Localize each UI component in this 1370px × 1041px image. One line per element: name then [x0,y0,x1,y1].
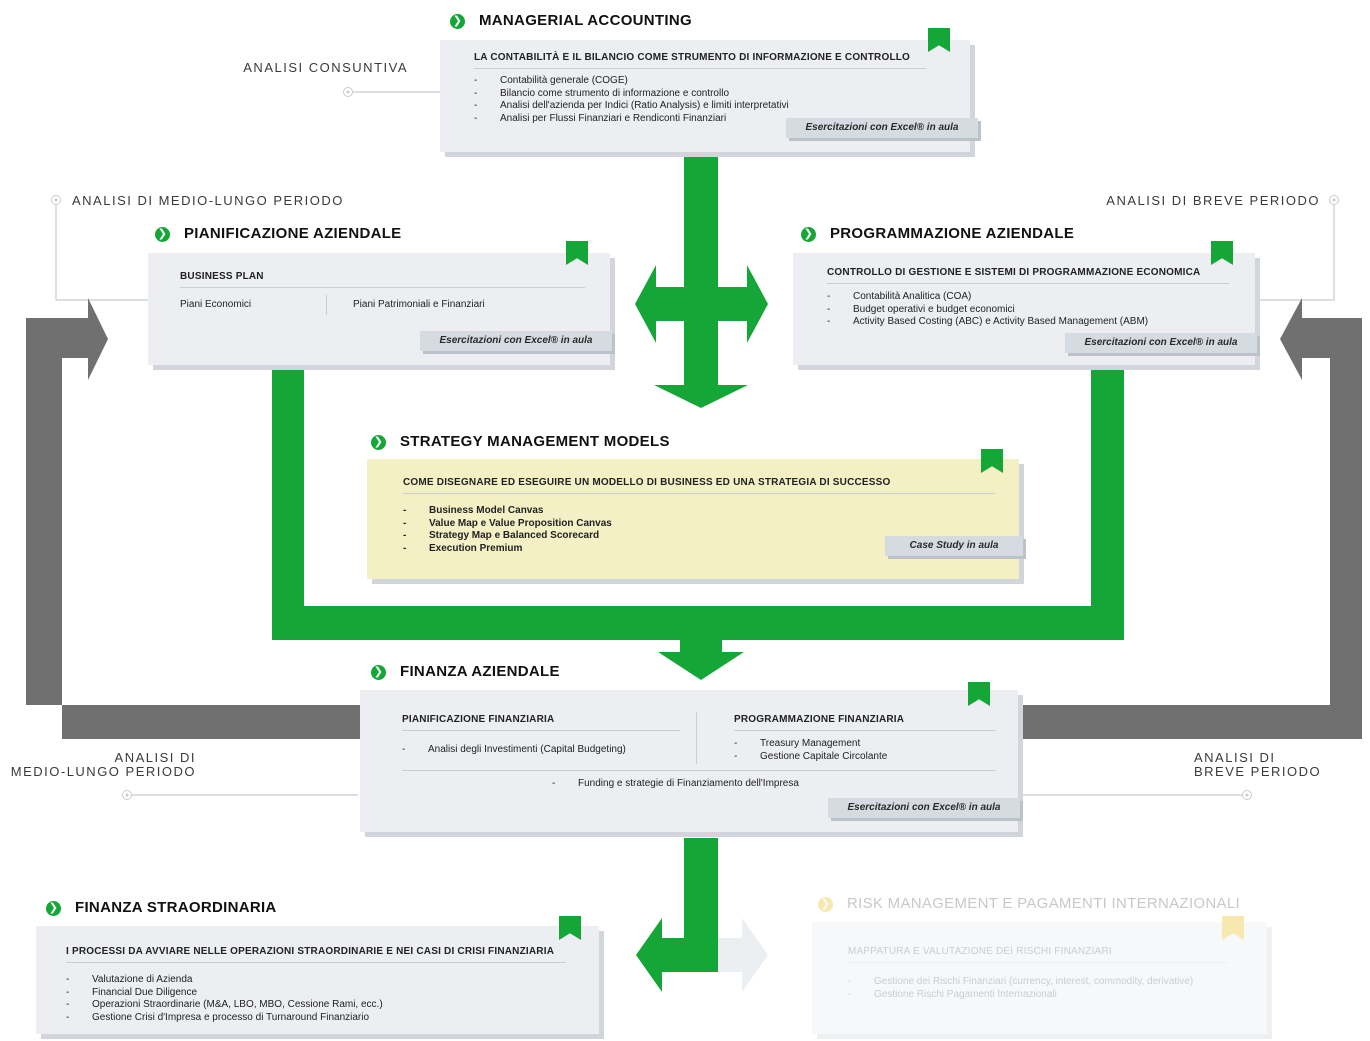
list-item: Contabilità generale (COGE) [474,75,789,88]
straordinaria-title: ❯FINANZA STRAORDINARIA [46,899,277,916]
finanza-left-items: Analisi degli Investimenti (Capital Budg… [402,744,626,757]
gray-loop-right [1018,298,1362,739]
green-left-arrow [636,918,718,992]
bookmark-icon [968,682,990,706]
bookmark-icon [1222,916,1244,940]
strategy-card: COME DISEGNARE ED ESEGUIRE UN MODELLO DI… [367,449,1023,579]
bookmark-icon [981,449,1003,473]
bookmark-icon [928,28,950,52]
straordinaria-card: I PROCESSI DA AVVIARE NELLE OPERAZIONI S… [36,916,599,1034]
chevron-right-icon: ❯ [371,435,386,450]
managerial-items: Contabilità generale (COGE) Bilancio com… [474,75,789,125]
pianificazione-col1: Piani Economici [180,299,252,310]
managerial-card: LA CONTABILITÀ E IL BILANCIO COME STRUME… [440,28,978,152]
pianificazione-title: ❯PIANIFICAZIONE AZIENDALE [155,225,401,242]
straordinaria-items: Valutazione di Azienda Financial Due Dil… [66,974,383,1024]
bookmark-icon [566,241,588,265]
label-breve-bottom-1: ANALISI DI [1194,750,1276,765]
divider [402,770,996,771]
green-down-arrow [684,838,718,942]
list-item: Execution Premium [403,543,612,556]
pianificazione-col2: Piani Patrimoniali e Finanziari [353,299,485,310]
managerial-heading: LA CONTABILITÀ E IL BILANCIO COME STRUME… [474,52,926,69]
list-item: Gestione dei Rischi Finanziari (currency… [848,976,1193,989]
column-divider [326,295,327,315]
programmazione-title: ❯PROGRAMMAZIONE AZIENDALE [801,225,1074,242]
green-cross-arrow [635,156,768,408]
finanza-card: PIANIFICAZIONE FINANZIARIA Analisi degli… [360,682,1020,832]
list-item: Budget operativi e budget economici [827,304,1148,317]
label-breve-bottom-2: BREVE PERIODO [1194,764,1322,779]
strategy-title: ❯STRATEGY MANAGEMENT MODELS [371,433,670,450]
list-item: Treasury Management [734,738,887,751]
bookmark-icon [559,916,581,940]
list-item: Funding e strategie di Finanziamento del… [552,778,799,791]
programmazione-card: CONTROLLO DI GESTIONE E SISTEMI DI PROGR… [793,241,1257,365]
bookmark-icon [1211,241,1233,265]
risk-items: Gestione dei Rischi Finanziari (currency… [848,976,1193,1001]
strategy-tag: Case Study in aula [885,536,1023,556]
chevron-right-icon: ❯ [371,665,386,680]
label-medio-lungo-bottom-2: MEDIO-LUNGO PERIODO [10,764,196,779]
finanza-left-heading: PIANIFICAZIONE FINANZIARIA [402,714,680,731]
risk-heading: MAPPATURA E VALUTAZIONE DEI RISCHI FINAN… [848,946,1228,963]
chevron-right-icon: ❯ [155,227,170,242]
risk-card: MAPPATURA E VALUTAZIONE DEI RISCHI FINAN… [812,916,1267,1034]
list-item: Operazioni Straordinarie (M&A, LBO, MBO,… [66,999,383,1012]
programmazione-items: Contabilità Analitica (COA) Budget opera… [827,291,1148,329]
label-medio-lungo-top: ANALISI DI MEDIO-LUNGO PERIODO [72,193,344,208]
faded-right-arrow [718,918,768,992]
pianificazione-tag: Esercitazioni con Excel® in aula [420,331,612,351]
strategy-heading: COME DISEGNARE ED ESEGUIRE UN MODELLO DI… [403,477,995,494]
straordinaria-heading: I PROCESSI DA AVVIARE NELLE OPERAZIONI S… [66,946,566,963]
list-item: Strategy Map e Balanced Scorecard [403,530,612,543]
list-item: Bilancio come strumento di informazione … [474,88,789,101]
managerial-title: ❯MANAGERIAL ACCOUNTING [450,12,692,29]
label-medio-lungo-bottom-1: ANALISI DI [114,750,196,765]
list-item: Valutazione di Azienda [66,974,383,987]
list-item: Value Map e Value Proposition Canvas [403,518,612,531]
pianificazione-heading: BUSINESS PLAN [180,271,585,288]
pianificazione-card: BUSINESS PLAN Piani Economici Piani Patr… [148,241,612,365]
strategy-items: Business Model Canvas Value Map e Value … [403,505,612,555]
green-u-connector [272,370,1124,680]
managerial-tag: Esercitazioni con Excel® in aula [786,118,978,138]
programmazione-heading: CONTROLLO DI GESTIONE E SISTEMI DI PROGR… [827,267,1229,284]
list-item: Gestione Capitale Circolante [734,751,887,764]
chevron-right-icon: ❯ [46,901,61,916]
chevron-right-icon: ❯ [818,897,833,912]
list-item: Activity Based Costing (ABC) e Activity … [827,316,1148,329]
list-item: Contabilità Analitica (COA) [827,291,1148,304]
finanza-right-items: Treasury Management Gestione Capitale Ci… [734,738,887,763]
column-divider [696,712,697,764]
gray-loop-left [26,298,360,739]
list-item: Business Model Canvas [403,505,612,518]
list-item: Gestione Crisi d'Impresa e processo di T… [66,1012,383,1025]
connector-medio-lungo-top [55,200,148,301]
list-item: Financial Due Diligence [66,987,383,1000]
finanza-bottom-items: Funding e strategie di Finanziamento del… [552,778,799,791]
list-item: Gestione Rischi Pagamenti Internazionali [848,989,1193,1002]
list-item: Analisi per Flussi Finanziari e Rendicon… [474,113,789,126]
label-analisi-consuntiva: ANALISI CONSUNTIVA [243,60,408,75]
list-item: Analisi dell'azienda per Indici (Ratio A… [474,100,789,113]
connector-breve-top [1255,200,1335,301]
finanza-tag: Esercitazioni con Excel® in aula [828,798,1020,818]
list-item: Analisi degli Investimenti (Capital Budg… [402,744,626,757]
finanza-title: ❯FINANZA AZIENDALE [371,663,560,680]
finanza-right-heading: PROGRAMMAZIONE FINANZIARIA [734,714,996,731]
chevron-right-icon: ❯ [801,227,816,242]
chevron-right-icon: ❯ [450,14,465,29]
label-breve-top: ANALISI DI BREVE PERIODO [1106,193,1320,208]
risk-title: ❯RISK MANAGEMENT E PAGAMENTI INTERNAZION… [818,895,1240,912]
programmazione-tag: Esercitazioni con Excel® in aula [1065,333,1257,353]
